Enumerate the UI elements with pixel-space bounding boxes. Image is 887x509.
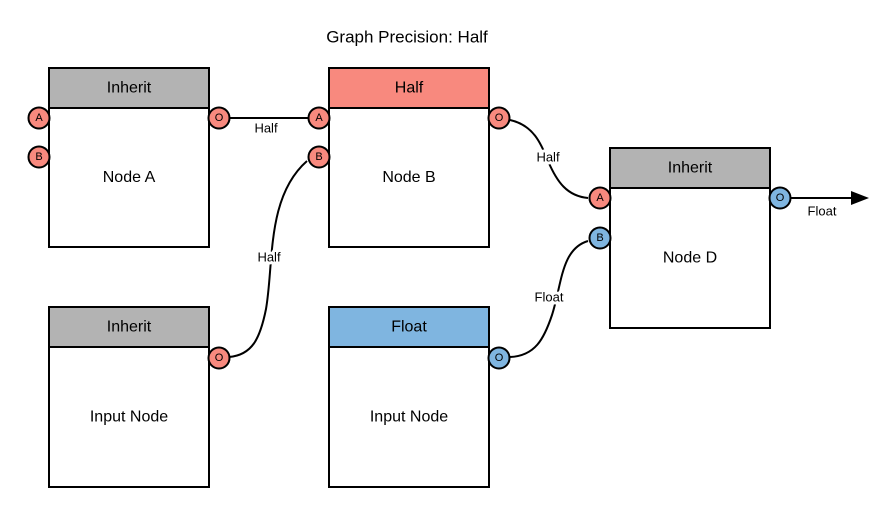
node-d-port-b-letter: B: [596, 232, 603, 244]
node-b-port-o[interactable]: O: [487, 106, 511, 130]
edge-inputfloat-o-to-noded-b-label: Float: [535, 290, 564, 305]
node-b-port-b-circle[interactable]: [307, 145, 331, 169]
input-node-inherit-port-o-letter: O: [215, 352, 224, 364]
edge-noded-o-output-arrowhead-icon: [851, 191, 869, 205]
edge-noded-o-output[interactable]: Float: [790, 191, 869, 222]
input-node-float-header-label: Float: [391, 319, 427, 336]
node-b-header: [328, 67, 490, 109]
input-node-inherit-label: Input Node: [90, 409, 168, 426]
node-b-port-b[interactable]: B: [307, 145, 331, 169]
edge-inputfloat-o-to-noded-b-path[interactable]: [509, 240, 589, 358]
node-a-port-b-letter: B: [35, 151, 42, 163]
node-b-port-b-letter: B: [315, 151, 322, 163]
node-b-port-o-circle[interactable]: [487, 106, 511, 130]
node-a-header-label: Inherit: [107, 80, 152, 97]
node-d-port-a-circle[interactable]: [588, 186, 612, 210]
edge-inputinherit-o-to-nodeb-b[interactable]: Half: [228, 160, 308, 358]
edge-noded-o-output-label: Float: [808, 204, 837, 219]
node-b-label: Node B: [382, 169, 435, 186]
node-d-header: [609, 147, 771, 189]
diagram-title: Graph Precision: Half: [326, 28, 488, 47]
input-node-inherit-port-o[interactable]: O: [207, 346, 231, 370]
input-node-inherit-header-label: Inherit: [107, 319, 152, 336]
node-a-label: Node A: [103, 169, 156, 186]
node-a-port-a-circle[interactable]: [27, 106, 51, 130]
edge-nodea-o-to-nodeb-a[interactable]: Half: [230, 117, 308, 139]
input-node-inherit-port-o-circle[interactable]: [207, 346, 231, 370]
node-a-port-a-letter: A: [35, 112, 43, 124]
node-d-port-o-circle[interactable]: [768, 186, 792, 210]
node-b-port-a[interactable]: A: [307, 106, 331, 130]
edge-nodeb-o-to-noded-a-label: Half: [536, 150, 560, 165]
node-d-port-o-letter: O: [776, 192, 785, 204]
node-d-header-label: Inherit: [668, 160, 713, 177]
input-node-float-port-o-circle[interactable]: [487, 346, 511, 370]
node-b-header-label: Half: [395, 80, 424, 97]
edge-inputfloat-o-to-noded-b[interactable]: Float: [509, 240, 589, 358]
node-b-port-a-letter: A: [315, 112, 323, 124]
node-d-port-b-circle[interactable]: [588, 226, 612, 250]
node-d-port-o[interactable]: O: [768, 186, 792, 210]
node-b-port-a-circle[interactable]: [307, 106, 331, 130]
node-a-port-o[interactable]: O: [207, 106, 231, 130]
node-a-port-a[interactable]: A: [27, 106, 51, 130]
node-d-label: Node D: [663, 250, 717, 267]
edge-nodeb-o-to-noded-a-path[interactable]: [509, 119, 589, 199]
node-a-port-b[interactable]: B: [27, 145, 51, 169]
edge-inputinherit-o-to-nodeb-b-path[interactable]: [228, 160, 308, 358]
input-node-float-header: [328, 306, 490, 348]
edge-nodeb-o-to-noded-a[interactable]: Half: [509, 119, 589, 199]
node-a-port-o-circle[interactable]: [207, 106, 231, 130]
node-a-header: [48, 67, 210, 109]
node-b-port-o-letter: O: [495, 112, 504, 124]
node-a-port-o-letter: O: [215, 112, 224, 124]
edge-inputinherit-o-to-nodeb-b-label: Half: [257, 250, 281, 265]
node-a-port-b-circle[interactable]: [27, 145, 51, 169]
input-node-float-port-o-letter: O: [495, 352, 504, 364]
node-d-port-a[interactable]: A: [588, 186, 612, 210]
input-node-float-port-o[interactable]: O: [487, 346, 511, 370]
edge-nodea-o-to-nodeb-a-label: Half: [254, 121, 278, 136]
node-d-port-a-letter: A: [596, 192, 604, 204]
input-node-float-label: Input Node: [370, 409, 448, 426]
node-d-port-b[interactable]: B: [588, 226, 612, 250]
input-node-inherit-header: [48, 306, 210, 348]
